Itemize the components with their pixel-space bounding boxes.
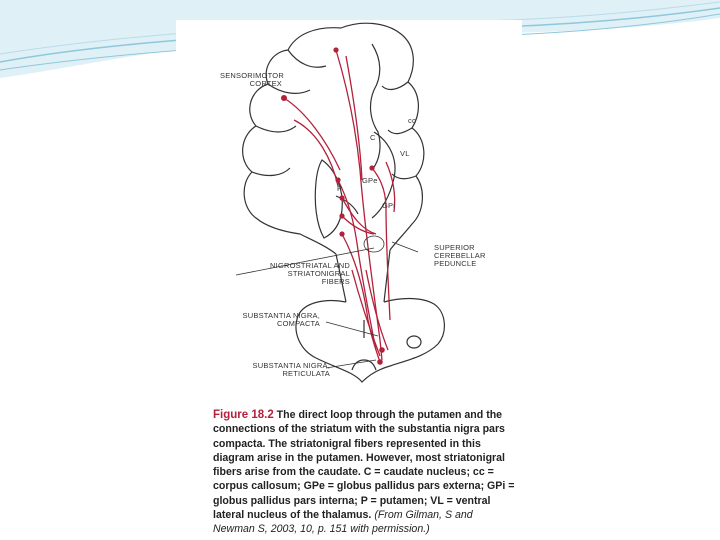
basal-ganglia-diagram	[235, 22, 445, 383]
figure-citation: (From Gilman, S and Newman S, 2003, 10, …	[213, 509, 473, 536]
figure-label: Figure 18.2	[213, 409, 274, 421]
label-nigrostriatal-fibers: NIGROSTRIATAL AND STRIATONIGRAL FIBERS	[270, 261, 350, 286]
figure-caption: Figure 18.2 The direct loop through the …	[213, 408, 515, 537]
label-substantia-nigra-reticulata: SUBSTANTIA NIGRA, RETICULATA	[252, 361, 330, 378]
pathway-fibers	[283, 49, 396, 363]
label-gpe: GPe	[362, 176, 378, 185]
label-cc: cc	[408, 116, 416, 125]
leader-lines	[235, 235, 419, 369]
label-gpi: GPi	[382, 201, 396, 210]
label-superior-cerebellar-peduncle: SUPERIOR CEREBELLAR PEDUNCLE	[434, 243, 486, 268]
label-sensorimotor-cortex: SENSORIMOTOR CORTEX	[220, 71, 284, 88]
pathway-nodes	[281, 47, 385, 365]
figure-panel: SENSORIMOTOR CORTEX cc C VL GPe P GPi SU…	[176, 20, 522, 540]
label-vl: VL	[400, 149, 410, 158]
figure-caption-body: The direct loop through the putamen and …	[213, 409, 515, 522]
label-c: C	[370, 133, 376, 142]
brain-outline	[242, 22, 445, 383]
label-substantia-nigra-compacta: SUBSTANTIA NIGRA, COMPACTA	[242, 311, 320, 328]
label-p: P	[337, 184, 343, 193]
